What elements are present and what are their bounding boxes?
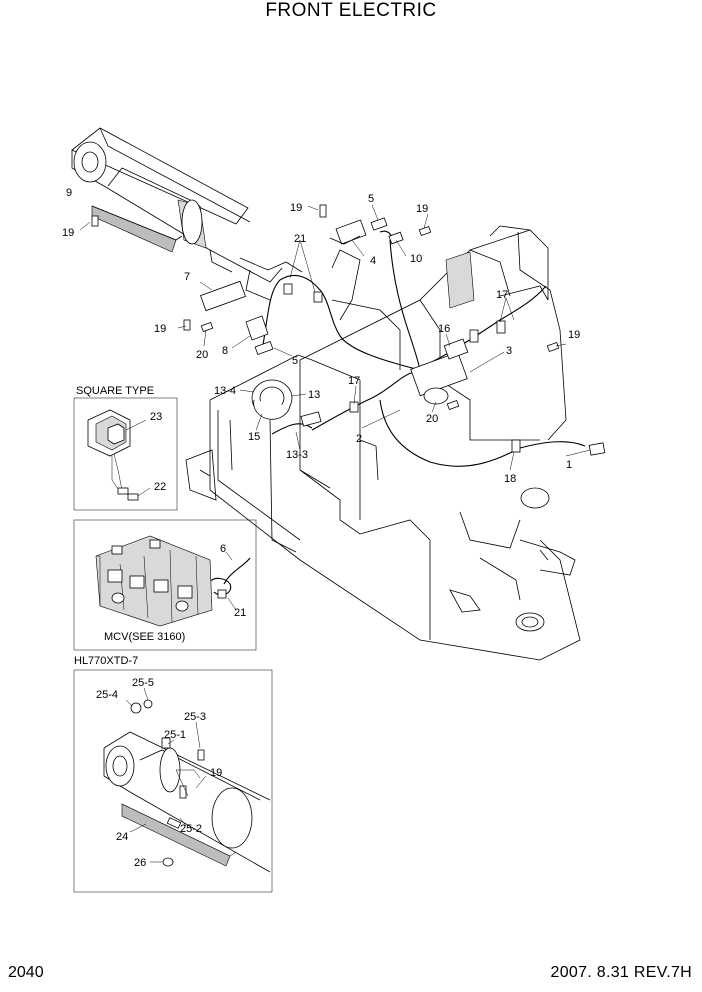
callout-25-5: 25-5 xyxy=(132,677,154,689)
callout-19: 19 xyxy=(290,202,302,214)
callout-19: 19 xyxy=(62,227,74,239)
callout-19: 19 xyxy=(568,329,580,341)
callout-8: 8 xyxy=(222,345,228,357)
callout-3: 3 xyxy=(506,345,512,357)
page-title: FRONT ELECTRIC xyxy=(265,0,437,21)
callout-9: 9 xyxy=(66,187,72,199)
callout-10: 10 xyxy=(410,253,422,265)
callout-7: 7 xyxy=(184,271,190,283)
inset-label-mcv: MCV(SEE 3160) xyxy=(104,631,186,643)
page-number: 2040 xyxy=(8,964,44,981)
inset-square-type xyxy=(73,397,178,511)
callout-25-3: 25-3 xyxy=(184,711,206,723)
callout-15: 15 xyxy=(248,431,260,443)
callout-17: 17 xyxy=(348,375,360,387)
harness-components xyxy=(91,204,606,456)
callout-4: 4 xyxy=(370,255,376,267)
callout-20: 20 xyxy=(196,349,208,361)
callout-21: 21 xyxy=(234,607,246,619)
callout-23: 23 xyxy=(150,411,162,423)
callout-25-1: 25-1 xyxy=(164,729,186,741)
callout-22: 22 xyxy=(154,481,166,493)
inset-label-square-type: SQUARE TYPE xyxy=(76,385,155,397)
callout-1: 1 xyxy=(566,459,572,471)
callout-26: 26 xyxy=(134,857,146,869)
inset-mcv xyxy=(73,519,257,651)
leader-lines xyxy=(79,204,591,471)
callout-19: 19 xyxy=(154,323,166,335)
callout-16: 16 xyxy=(438,323,450,335)
callout-21: 21 xyxy=(294,233,306,245)
revision-date: 2007. 8.31 REV.7H xyxy=(550,964,692,981)
callout-20: 20 xyxy=(426,413,438,425)
callout-6: 6 xyxy=(220,543,226,555)
callouts: 9 19 19 5 19 21 4 10 7 19 20 8 5 17 19 1… xyxy=(62,187,580,869)
callout-5: 5 xyxy=(292,355,298,367)
callout-19: 19 xyxy=(416,203,428,215)
callout-13-4: 13-4 xyxy=(214,385,236,397)
callout-17: 17 xyxy=(496,289,508,301)
callout-25-4: 25-4 xyxy=(96,689,118,701)
inset-hl770xtd7 xyxy=(73,669,273,893)
callout-25-2: 25-2 xyxy=(180,823,202,835)
loader-frame xyxy=(185,225,581,661)
callout-13: 13 xyxy=(308,389,320,401)
callout-5: 5 xyxy=(368,193,374,205)
boom-arm xyxy=(71,127,303,301)
callout-24: 24 xyxy=(116,831,128,843)
callout-13-3: 13-3 xyxy=(286,449,308,461)
callout-2: 2 xyxy=(356,433,362,445)
callout-19: 19 xyxy=(210,767,222,779)
callout-18: 18 xyxy=(504,473,516,485)
inset-label-model: HL770XTD-7 xyxy=(74,655,139,667)
